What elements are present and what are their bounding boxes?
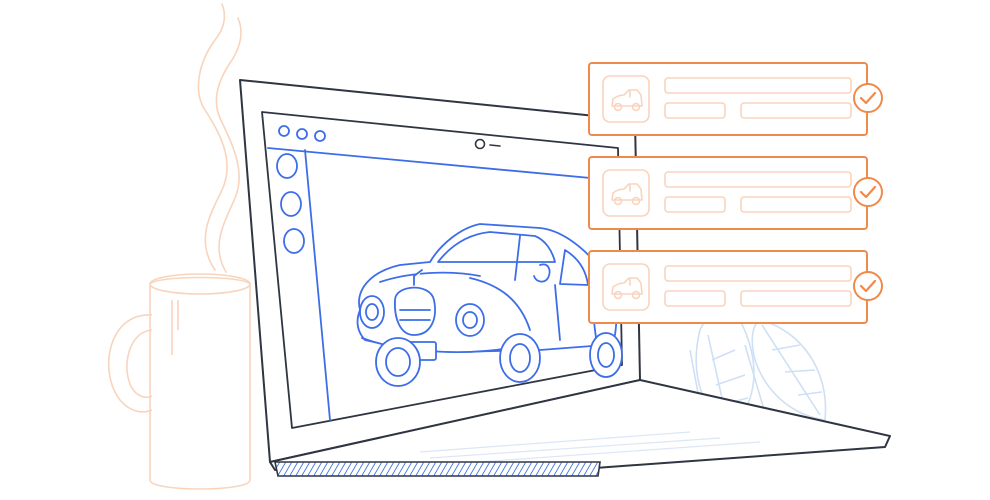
laptop	[239, 79, 891, 477]
card-title-placeholder	[664, 171, 852, 188]
card-tag-placeholder	[664, 290, 726, 307]
result-card[interactable]	[588, 250, 883, 324]
card-tag-placeholder	[664, 102, 726, 119]
check-circle-icon[interactable]	[853, 271, 883, 301]
tool-circle-1[interactable]	[276, 153, 298, 179]
result-card-list	[588, 62, 883, 324]
check-circle-icon[interactable]	[853, 177, 883, 207]
car-thumbnail-icon	[602, 169, 650, 217]
car-thumbnail-icon	[602, 263, 650, 311]
check-circle-icon[interactable]	[853, 83, 883, 113]
sidebar-divider	[304, 149, 331, 421]
tool-circle-2[interactable]	[280, 191, 302, 217]
steam-icon	[197, 3, 242, 273]
window-dot-3[interactable]	[314, 130, 326, 142]
coffee-mug-icon	[107, 273, 251, 490]
webcam-icon	[474, 138, 486, 150]
card-meta-placeholder	[740, 196, 852, 213]
window-dot-2[interactable]	[296, 128, 308, 140]
app-window	[267, 125, 613, 421]
card-title-placeholder	[664, 265, 852, 282]
result-card[interactable]	[588, 62, 883, 136]
laptop-edge	[274, 461, 601, 477]
card-meta-placeholder	[740, 290, 852, 307]
toolbar-divider	[267, 147, 613, 181]
card-tag-placeholder	[664, 196, 726, 213]
card-title-placeholder	[664, 77, 852, 94]
card-frame	[588, 156, 868, 230]
car-sketch-icon	[356, 223, 623, 387]
car-thumbnail-icon	[602, 75, 650, 123]
result-card[interactable]	[588, 156, 883, 230]
window-dot-1[interactable]	[278, 125, 290, 137]
card-meta-placeholder	[740, 102, 852, 119]
card-frame	[588, 250, 868, 324]
tool-circle-3[interactable]	[283, 228, 305, 254]
card-frame	[588, 62, 868, 136]
laptop-base	[269, 379, 891, 471]
